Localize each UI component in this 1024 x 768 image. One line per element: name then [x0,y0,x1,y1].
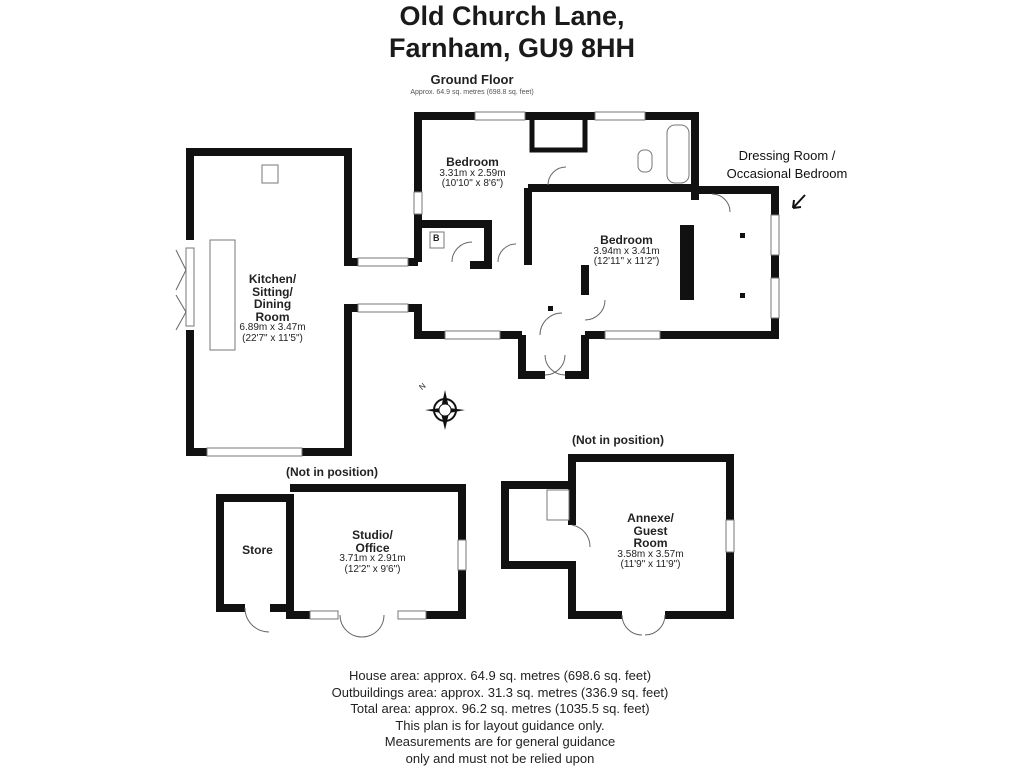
cupboard-label: B [433,233,440,243]
annexe-position-note: (Not in position) [572,433,664,447]
wall [418,220,492,269]
wall [524,184,699,265]
compass [425,390,465,430]
room-dressing: Dressing Room /Occasional Bedroom [726,148,848,181]
footer-notes: House area: approx. 64.9 sq. metres (698… [331,668,669,766]
floor-area: Approx. 64.9 sq. metres (698.8 sq. feet) [410,89,534,96]
studio-position-note: (Not in position) [286,465,378,479]
wall [501,454,734,619]
title-line-1: Old Church Lane, [399,1,625,31]
arrow-icon [792,194,806,209]
wall [529,120,588,153]
room-store: Store [242,543,273,557]
floor-name: Ground Floor [430,72,514,87]
wall [518,335,589,379]
title-line-2: Farnham, GU9 8HH [388,33,636,63]
wall [186,304,522,456]
